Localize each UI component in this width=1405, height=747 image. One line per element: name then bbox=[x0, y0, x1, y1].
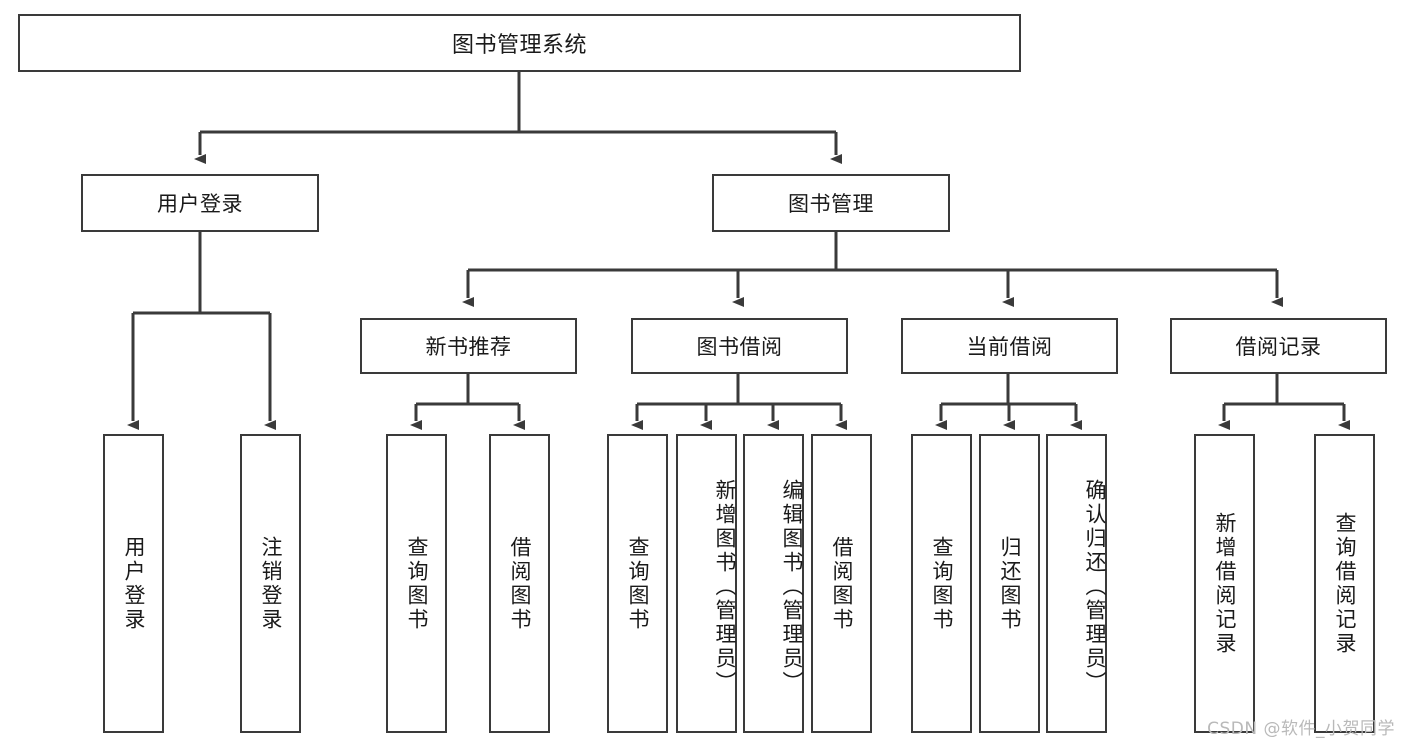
leaf-add-book[interactable]: 新增图书（管理员） bbox=[676, 434, 737, 733]
leaf-add-record[interactable]: 新增借阅记录 bbox=[1194, 434, 1255, 733]
leaf-user-login[interactable]: 用户登录 bbox=[103, 434, 164, 733]
leaf-add-record-label: 新增借阅记录 bbox=[1213, 511, 1237, 656]
leaf-query-record-label: 查询借阅记录 bbox=[1333, 511, 1357, 656]
leaf-query-book-3-label: 查询图书 bbox=[930, 535, 954, 632]
leaf-borrow-book-2-label: 借阅图书 bbox=[830, 535, 854, 632]
leaf-borrow-book-1-label: 借阅图书 bbox=[508, 535, 532, 632]
leaf-borrow-book-2[interactable]: 借阅图书 bbox=[811, 434, 872, 733]
leaf-logout-login[interactable]: 注销登录 bbox=[240, 434, 301, 733]
leaf-return-book[interactable]: 归还图书 bbox=[979, 434, 1040, 733]
node-borrow-record[interactable]: 借阅记录 bbox=[1170, 318, 1387, 374]
csdn-watermark: CSDN @软件_小贺同学 bbox=[1207, 719, 1395, 739]
leaf-borrow-book-1[interactable]: 借阅图书 bbox=[489, 434, 550, 733]
leaf-query-record[interactable]: 查询借阅记录 bbox=[1314, 434, 1375, 733]
node-book-manage-label: 图书管理 bbox=[788, 192, 874, 216]
leaf-logout-login-label: 注销登录 bbox=[259, 535, 283, 632]
leaf-query-book-1-label: 查询图书 bbox=[405, 535, 429, 632]
node-root-book-management-system[interactable]: 图书管理系统 bbox=[18, 14, 1021, 72]
node-book-borrow-label: 图书借阅 bbox=[696, 335, 783, 359]
leaf-query-book-1[interactable]: 查询图书 bbox=[386, 434, 447, 733]
node-user-login[interactable]: 用户登录 bbox=[81, 174, 319, 232]
node-current-borrow-label: 当前借阅 bbox=[966, 335, 1053, 359]
node-book-manage[interactable]: 图书管理 bbox=[712, 174, 950, 232]
node-book-borrow[interactable]: 图书借阅 bbox=[631, 318, 848, 374]
leaf-confirm-return-label: 确认归还（管理员） bbox=[1083, 478, 1107, 695]
node-new-book-recommend-label: 新书推荐 bbox=[425, 335, 512, 359]
node-root-label: 图书管理系统 bbox=[451, 33, 587, 58]
leaf-confirm-return[interactable]: 确认归还（管理员） bbox=[1046, 434, 1107, 733]
leaf-user-login-label: 用户登录 bbox=[122, 535, 146, 632]
leaf-edit-book[interactable]: 编辑图书（管理员） bbox=[743, 434, 804, 733]
leaf-edit-book-label: 编辑图书（管理员） bbox=[780, 478, 804, 695]
leaf-return-book-label: 归还图书 bbox=[998, 535, 1022, 632]
leaf-query-book-3[interactable]: 查询图书 bbox=[911, 434, 972, 733]
leaf-query-book-2[interactable]: 查询图书 bbox=[607, 434, 668, 733]
node-user-login-label: 用户登录 bbox=[157, 192, 243, 216]
leaf-add-book-label: 新增图书（管理员） bbox=[713, 478, 737, 695]
node-current-borrow[interactable]: 当前借阅 bbox=[901, 318, 1118, 374]
leaf-query-book-2-label: 查询图书 bbox=[626, 535, 650, 632]
node-new-book-recommend[interactable]: 新书推荐 bbox=[360, 318, 577, 374]
node-borrow-record-label: 借阅记录 bbox=[1235, 335, 1322, 359]
